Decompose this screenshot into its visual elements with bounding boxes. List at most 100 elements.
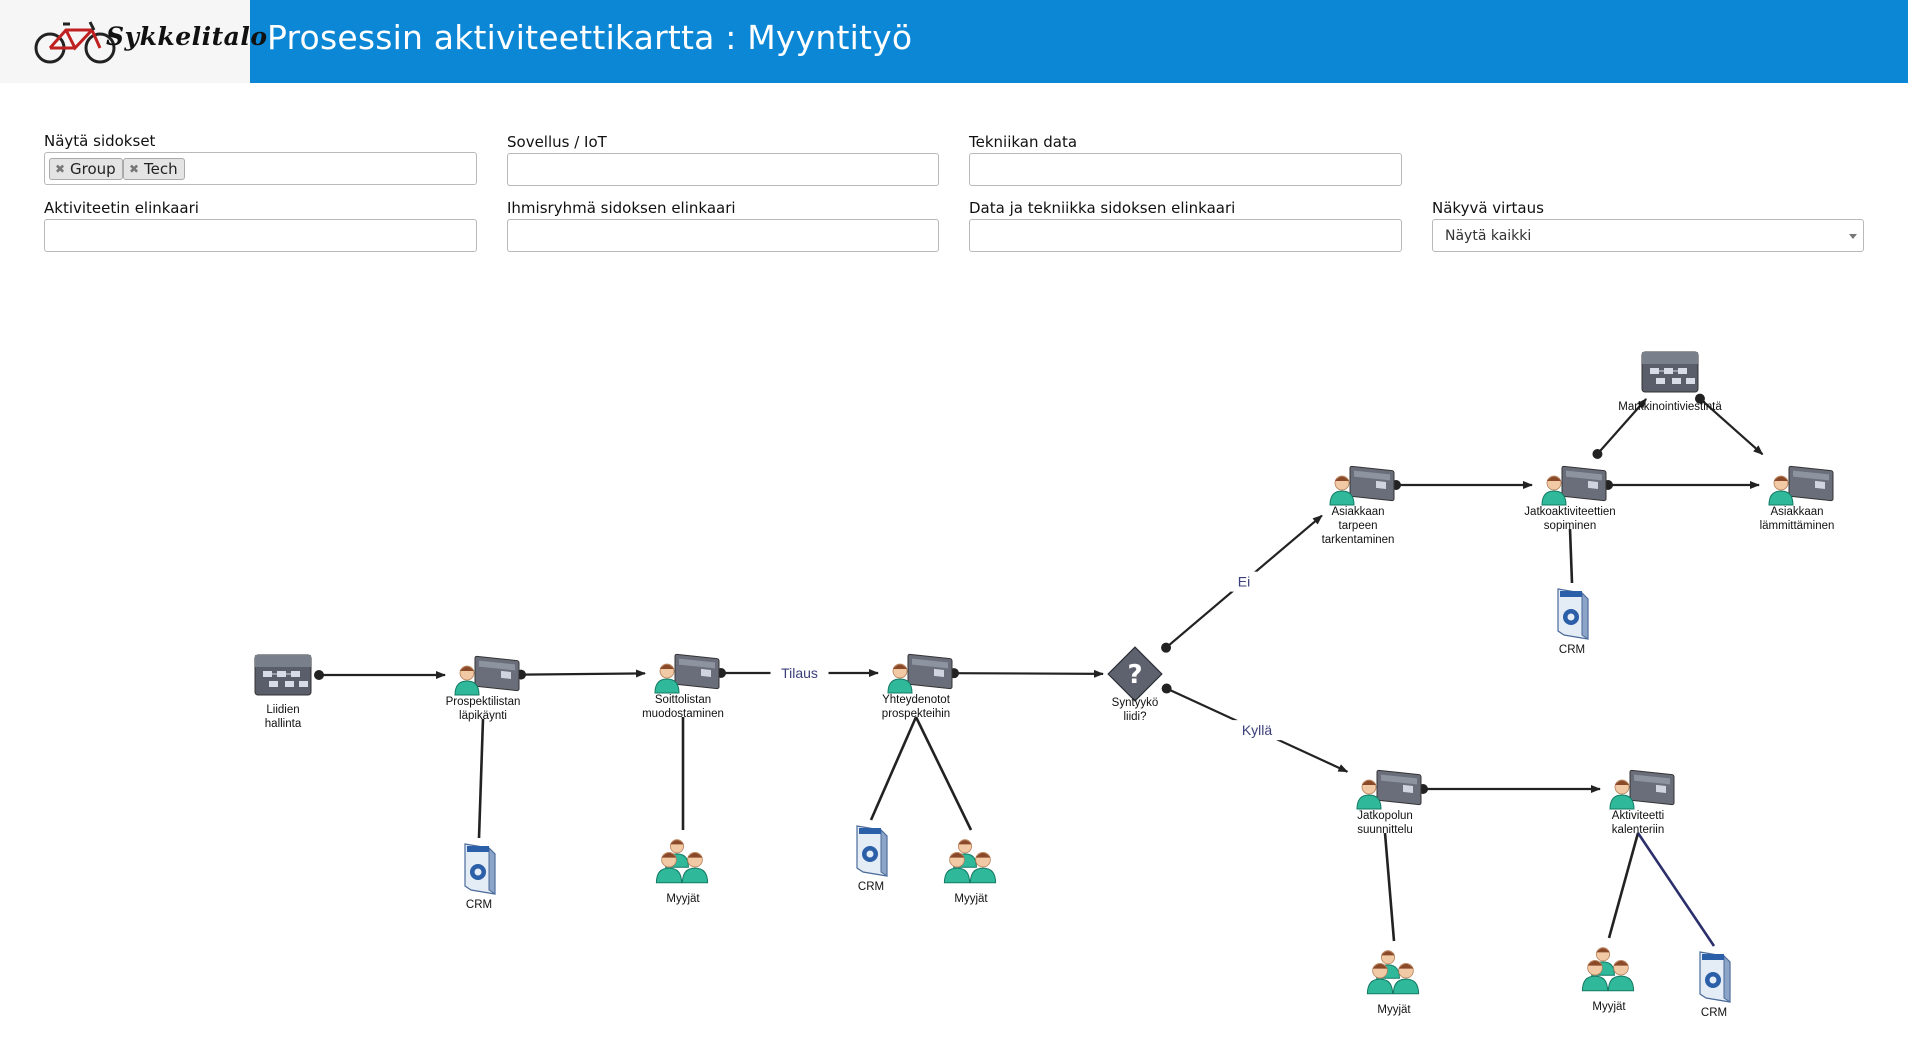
node-prospekti[interactable]: Prospektilistan läpikäynti <box>446 655 521 722</box>
node-label: muodostaminen <box>642 708 724 720</box>
activity-icon <box>1768 465 1834 506</box>
nakyva-virtaus-select[interactable]: Näytä kaikki <box>1432 219 1864 252</box>
bicycle-logo-icon <box>34 21 116 64</box>
resource-link-jatkopolun-myy3[interactable] <box>1383 832 1396 942</box>
tag-group[interactable]: ✖ Group <box>49 158 123 180</box>
flow-edge-syntyyko-tarpeen[interactable]: Ei <box>1161 514 1323 653</box>
node-label: läpikäynti <box>459 710 507 722</box>
flow-edge-yhteydenotot-syntyyko[interactable] <box>948 668 1104 679</box>
node-label: Myyjät <box>666 893 700 905</box>
aktiviteetin-elinkaari-input[interactable] <box>44 219 477 252</box>
ihmisryhma-elinkaari-input[interactable] <box>507 219 939 252</box>
crm-database-icon <box>1557 588 1589 640</box>
resource-link-yhteydenotot-myy2[interactable] <box>914 716 973 831</box>
node-label: kalenteriin <box>1612 824 1664 836</box>
flow-edge-jatkopolun-kalenteriin[interactable] <box>1418 784 1601 794</box>
activity-icon <box>654 653 720 694</box>
node-label: Jatkoaktiviteettien <box>1524 506 1615 518</box>
node-markkinointi[interactable]: Markkinointiviestintä <box>1618 351 1722 413</box>
flow-edge-liidien-prospekti[interactable] <box>314 670 446 680</box>
node-crm4[interactable]: CRM <box>1699 951 1731 1019</box>
node-label: Myyjät <box>1592 1001 1626 1013</box>
node-label: Liidien <box>266 704 299 716</box>
node-crm3[interactable]: CRM <box>1557 588 1589 656</box>
flow-edge-markkinointi-lammittaminen[interactable] <box>1694 393 1764 456</box>
page-title: Prosessin aktiviteettikartta : Myyntityö <box>267 18 913 57</box>
node-label: liidi? <box>1123 711 1146 723</box>
tekniikan-data-input[interactable] <box>969 153 1402 186</box>
node-label: hallinta <box>265 718 302 730</box>
logo[interactable]: Sykkelitalo <box>0 0 267 83</box>
node-label: Syntyykö <box>1112 697 1159 709</box>
node-label: CRM <box>1701 1007 1727 1019</box>
flow-edge-soittolista-yhteydenotot[interactable]: Tilaus <box>716 663 879 683</box>
node-myy1[interactable]: Myyjät <box>655 839 709 905</box>
process-map-icon <box>254 654 312 696</box>
node-label: suunnittelu <box>1357 824 1413 836</box>
node-label: CRM <box>466 899 492 911</box>
data-tekniikka-elinkaari-label: Data ja tekniikka sidoksen elinkaari <box>969 199 1236 217</box>
node-myy3[interactable]: Myyjät <box>1366 950 1420 1016</box>
edge-start-dot <box>314 670 324 680</box>
node-label: tarkentaminen <box>1322 534 1395 546</box>
node-label: Prospektilistan <box>446 696 521 708</box>
logo-text: Sykkelitalo <box>106 22 268 51</box>
flow-edge-syntyyko-jatkopolun[interactable]: Kyllä <box>1161 683 1349 773</box>
people-group-icon <box>655 839 709 884</box>
resource-link-kalenteriin-crm4[interactable] <box>1636 832 1716 947</box>
tekniikan-data-label: Tekniikan data <box>969 133 1078 151</box>
activity-icon <box>887 653 953 694</box>
decision-question-icon: ? <box>1107 646 1163 702</box>
data-tekniikka-elinkaari-input[interactable] <box>969 219 1402 252</box>
tag-tech[interactable]: ✖Tech <box>123 158 185 180</box>
flow-edge-jatkoakt-markkinointi[interactable] <box>1592 398 1647 460</box>
flow-edge-prospekti-soittolista[interactable] <box>515 669 647 680</box>
node-lammittaminen[interactable]: Asiakkaan lämmittäminen <box>1760 465 1835 532</box>
remove-tag-icon[interactable]: ✖ <box>55 162 66 176</box>
resource-link-jatkoakt-crm3[interactable] <box>1568 528 1574 584</box>
node-label: Asiakkaan <box>1770 506 1823 518</box>
resource-link-kalenteriin-myy4[interactable] <box>1607 832 1640 939</box>
flow-edge-jatkoakt-lammittaminen[interactable] <box>1603 480 1760 490</box>
node-crm2[interactable]: CRM <box>856 825 888 893</box>
edge-start-dot <box>1161 642 1172 653</box>
people-group-icon <box>943 839 997 884</box>
node-label: Jatkopolun <box>1357 810 1413 822</box>
people-group-icon <box>1366 950 1420 995</box>
node-liidien[interactable]: Liidien hallinta <box>254 654 312 730</box>
tag-group-label: Group <box>70 160 116 178</box>
flow-edge-tarpeen-jatkoakt[interactable] <box>1391 480 1533 490</box>
nakyva-virtaus-label: Näkyvä virtaus <box>1432 199 1544 217</box>
node-myy2[interactable]: Myyjät <box>943 839 997 905</box>
remove-tag-icon[interactable]: ✖ <box>129 162 140 176</box>
node-label: Markkinointiviestintä <box>1618 401 1722 413</box>
crm-database-icon <box>856 825 888 877</box>
node-label: Yhteydenotot <box>882 694 951 706</box>
node-myy4[interactable]: Myyjät <box>1581 947 1635 1013</box>
activity-icon <box>454 655 520 696</box>
node-jatkopolun[interactable]: Jatkopolun suunnittelu <box>1356 769 1422 836</box>
resource-link-yhteydenotot-crm2[interactable] <box>869 716 918 821</box>
edge-label: Ei <box>1238 574 1250 590</box>
node-label: CRM <box>858 881 884 893</box>
node-crm1[interactable]: CRM <box>464 843 496 911</box>
crm-database-icon <box>464 843 496 895</box>
aktiviteetin-elinkaari-label: Aktiviteetin elinkaari <box>44 199 199 217</box>
activity-icon <box>1541 465 1607 506</box>
edge-start-dot <box>1161 683 1172 694</box>
edge-label: Kyllä <box>1242 722 1273 738</box>
nayta-sidokset-label: Näytä sidokset <box>44 132 156 150</box>
resource-link-prospekti-crm1[interactable] <box>477 718 485 839</box>
node-label: lämmittäminen <box>1760 520 1835 532</box>
process-map-icon <box>1641 351 1699 393</box>
nayta-sidokset-multiselect[interactable]: ✖ Group ✖Tech <box>44 152 477 185</box>
node-label: tarpeen <box>1338 520 1377 532</box>
node-syntyyko[interactable]: ?Syntyykö liidi? <box>1107 646 1163 723</box>
sovellus-iot-input[interactable] <box>507 153 939 186</box>
edge-start-dot <box>1694 393 1705 404</box>
